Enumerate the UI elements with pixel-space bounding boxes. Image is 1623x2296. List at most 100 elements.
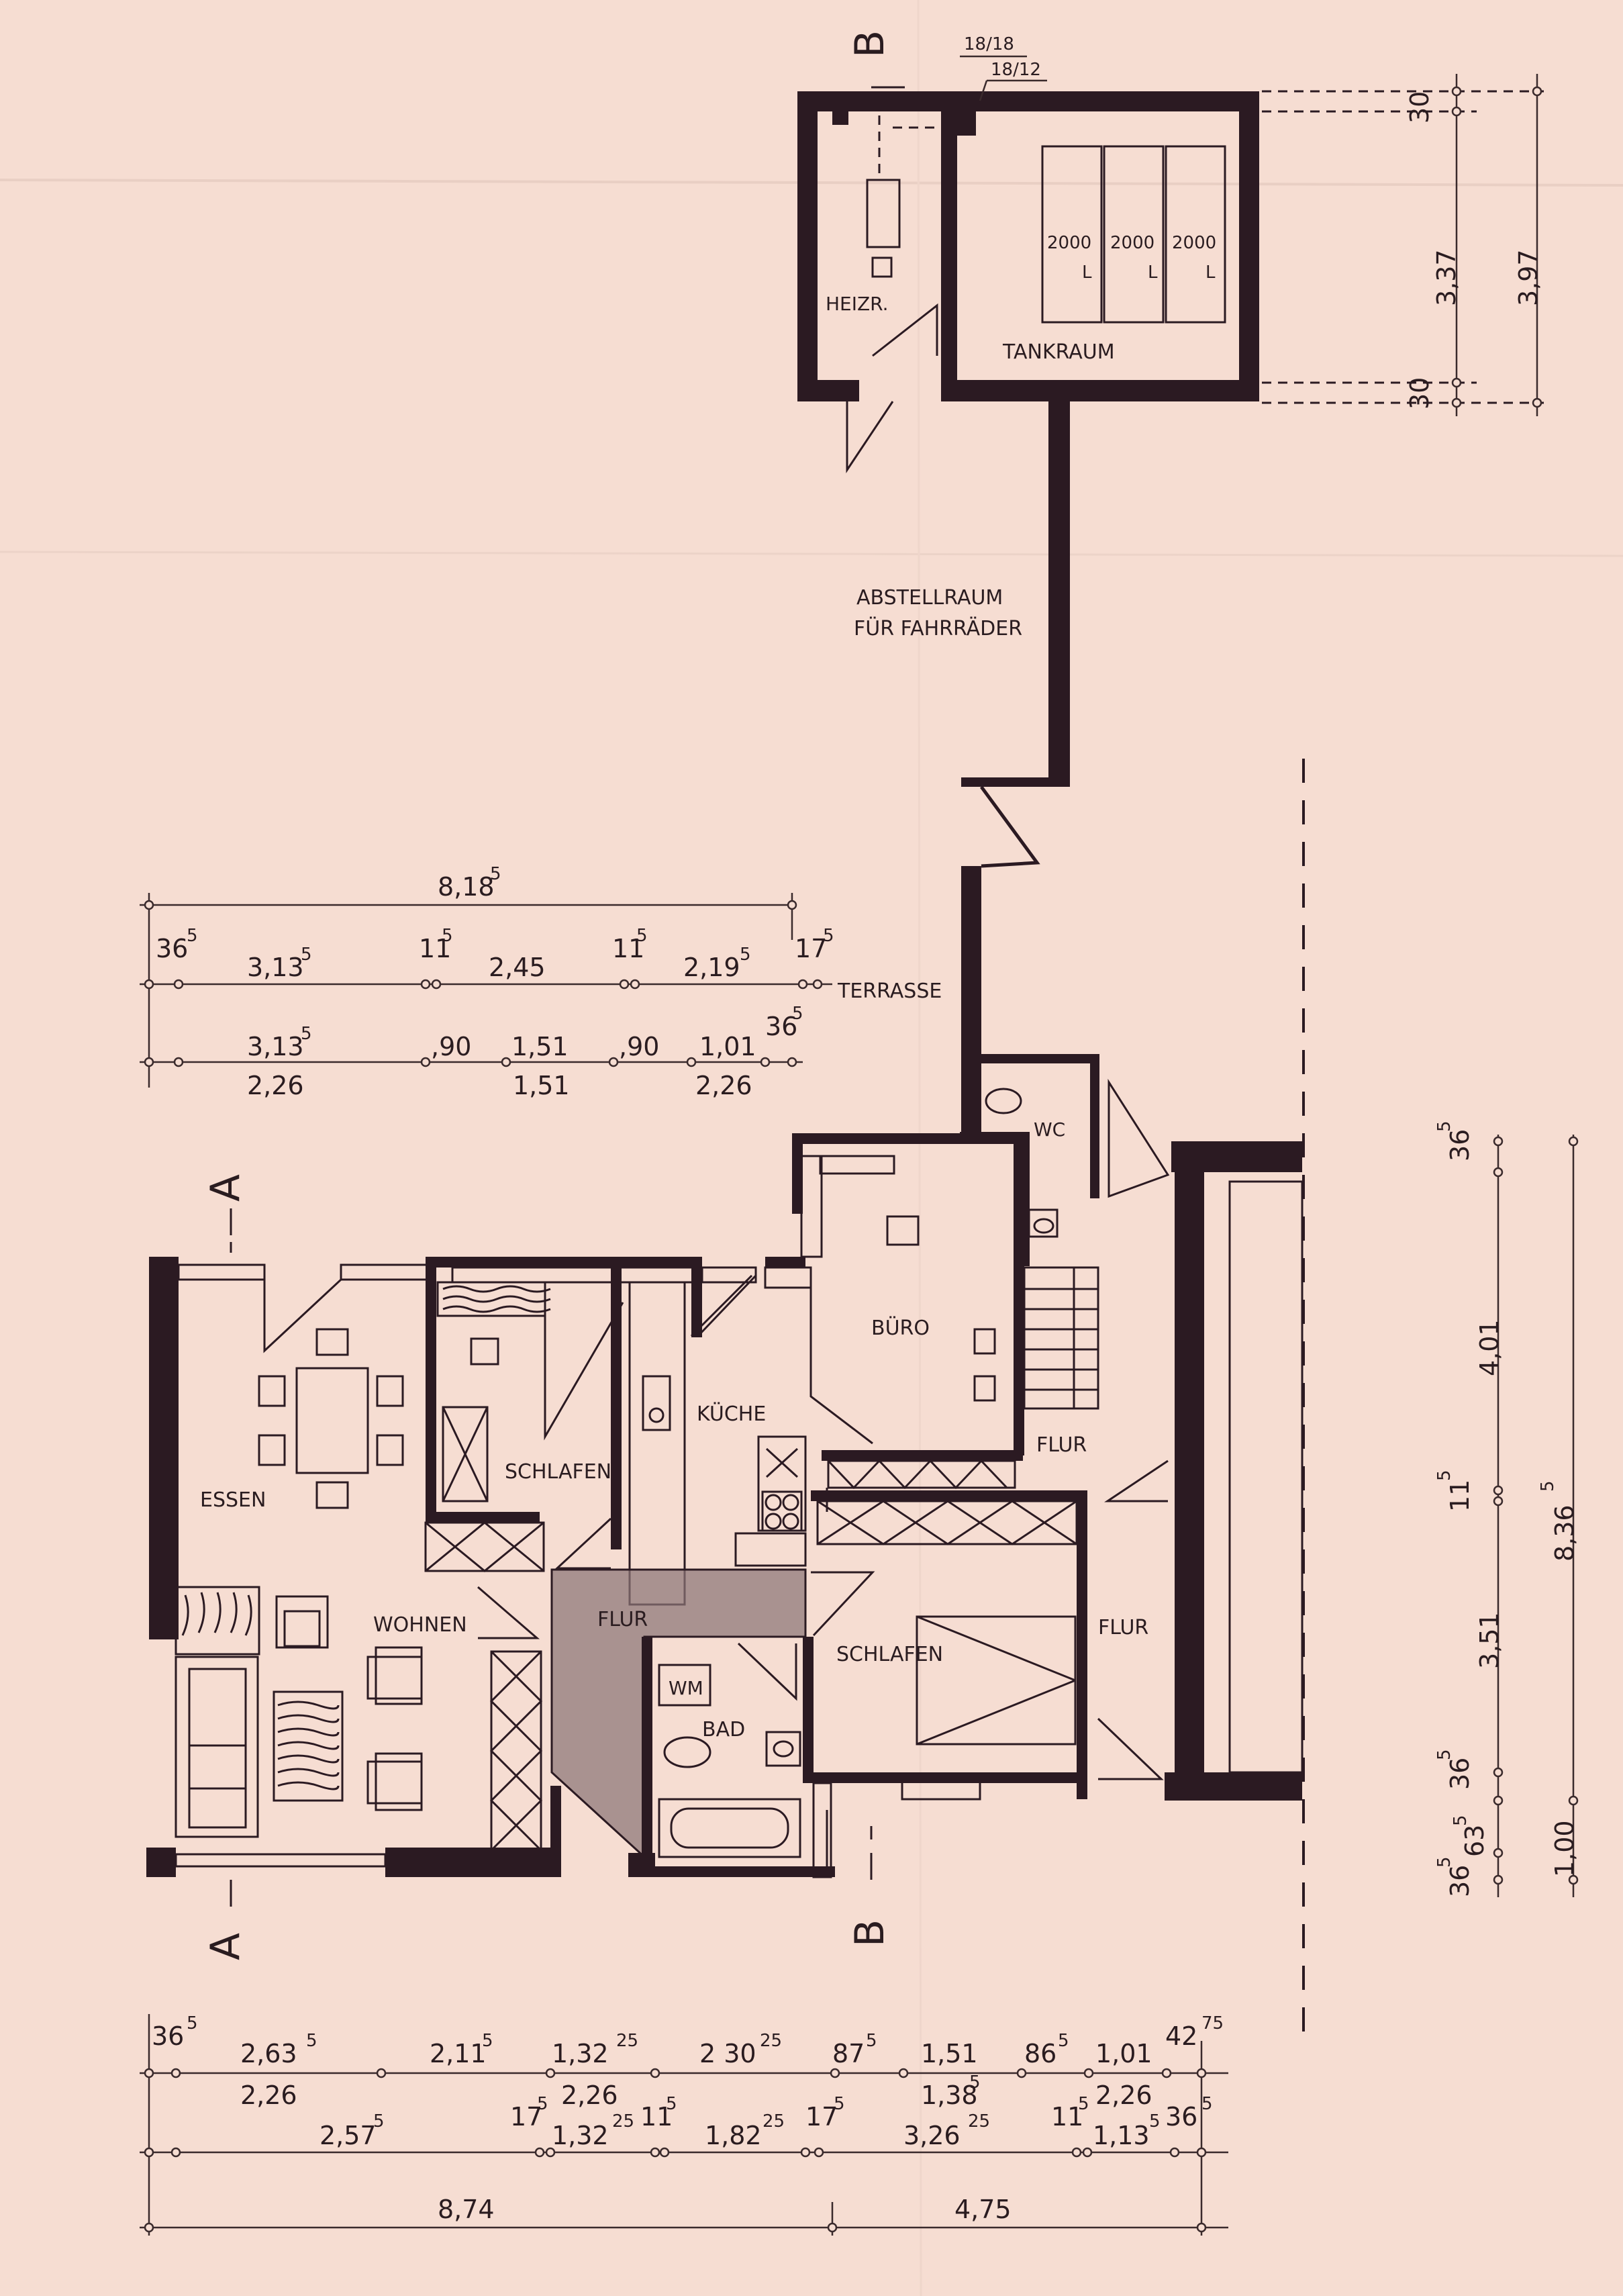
svg-text:L: L — [1148, 262, 1158, 283]
room-label-kueche: KÜCHE — [697, 1402, 766, 1426]
svg-text:25: 25 — [968, 2111, 990, 2132]
svg-text:25: 25 — [616, 2031, 638, 2051]
dimension-chain-right: 36 5 4,01 11 5 3,51 36 5 63 5 36 5 8,36 … — [1434, 1120, 1579, 1897]
svg-text:87: 87 — [832, 2039, 865, 2068]
tank-labels: 2000 L 2000 L 2000 L — [1047, 233, 1216, 283]
svg-text:36: 36 — [1165, 2102, 1197, 2132]
svg-text:2,45: 2,45 — [489, 953, 546, 982]
svg-text:2,26: 2,26 — [1095, 2080, 1152, 2110]
svg-text:1,01: 1,01 — [699, 1032, 756, 1061]
svg-text:25: 25 — [612, 2111, 634, 2132]
svg-text:5: 5 — [866, 2031, 877, 2051]
svg-text:5: 5 — [969, 2072, 981, 2093]
room-label-essen: ESSEN — [200, 1488, 266, 1512]
svg-text:5: 5 — [666, 2094, 677, 2114]
room-label-wm: WM — [669, 1677, 703, 1699]
svg-text:3,37: 3,37 — [1432, 249, 1461, 306]
svg-text:11: 11 — [612, 934, 644, 963]
svg-text:L: L — [1206, 262, 1216, 283]
svg-text:5: 5 — [1434, 1856, 1455, 1868]
svg-text:11: 11 — [640, 2102, 673, 2132]
svg-text:3,13: 3,13 — [247, 1032, 304, 1061]
svg-text:4,75: 4,75 — [954, 2195, 1012, 2224]
room-label-fahrraeder: FÜR FAHRRÄDER — [854, 616, 1022, 640]
svg-text:36: 36 — [152, 2021, 184, 2051]
svg-text:25: 25 — [760, 2031, 782, 2051]
room-label-schlafen-right: SCHLAFEN — [836, 1643, 943, 1666]
room-label-tankraum: TANKRAUM — [1002, 340, 1115, 364]
svg-text:1,13: 1,13 — [1093, 2121, 1150, 2150]
svg-text:,90: ,90 — [619, 1032, 659, 1061]
svg-text:2,63: 2,63 — [240, 2039, 297, 2068]
svg-text:36: 36 — [1445, 1865, 1475, 1897]
svg-text:2,57: 2,57 — [319, 2121, 377, 2150]
section-marks: A A B B — [202, 30, 905, 1960]
svg-text:17: 17 — [805, 2102, 838, 2132]
svg-text:5: 5 — [636, 926, 648, 946]
svg-text:36: 36 — [1445, 1129, 1475, 1161]
room-label-wohnen: WOHNEN — [373, 1613, 467, 1637]
svg-text:5: 5 — [1434, 1120, 1455, 1132]
svg-text:36: 36 — [156, 934, 188, 963]
room-label-wc: WC — [1034, 1118, 1065, 1141]
room-label-terrasse: TERRASSE — [837, 979, 942, 1003]
svg-text:1,00: 1,00 — [1550, 1820, 1579, 1877]
paper-fold — [917, 0, 922, 2296]
svg-text:17: 17 — [510, 2102, 542, 2132]
svg-text:30: 30 — [1405, 377, 1434, 410]
svg-text:3,97: 3,97 — [1514, 249, 1543, 306]
room-label-flur-main: FLUR — [597, 1608, 648, 1631]
svg-text:86: 86 — [1024, 2039, 1056, 2068]
svg-text:5: 5 — [373, 2111, 385, 2132]
svg-text:18/12: 18/12 — [991, 60, 1041, 80]
room-labels: HEIZR. TANKRAUM ABSTELLRAUM FÜR FAHRRÄDE… — [200, 293, 1148, 1741]
svg-text:8,36: 8,36 — [1550, 1504, 1579, 1562]
room-label-schlafen-left: SCHLAFEN — [505, 1460, 611, 1484]
svg-text:3,51: 3,51 — [1475, 1612, 1504, 1669]
svg-text:1,82: 1,82 — [705, 2121, 762, 2150]
room-label-flur-stair: FLUR — [1036, 1433, 1087, 1457]
svg-text:5: 5 — [1538, 1480, 1558, 1492]
svg-text:5: 5 — [1450, 1815, 1471, 1826]
svg-text:17: 17 — [795, 934, 827, 963]
svg-text:5: 5 — [1078, 2094, 1089, 2114]
section-mark-b-top: B — [846, 30, 893, 58]
section-mark-a-top: A — [202, 1174, 249, 1202]
svg-text:2000: 2000 — [1172, 233, 1216, 253]
dimension-chain-right-top: 30 3,37 30 3,97 — [1262, 74, 1544, 416]
stairs — [1023, 1266, 1099, 1410]
svg-text:5: 5 — [301, 1024, 312, 1044]
svg-text:5: 5 — [740, 945, 751, 965]
svg-text:L: L — [1082, 262, 1092, 283]
dining-set — [258, 1328, 404, 1509]
svg-text:30: 30 — [1405, 91, 1434, 124]
svg-text:5: 5 — [823, 926, 834, 946]
svg-text:2 30: 2 30 — [699, 2039, 756, 2068]
svg-text:2,26: 2,26 — [695, 1071, 752, 1100]
svg-text:2,26: 2,26 — [561, 2080, 618, 2110]
svg-text:2,26: 2,26 — [247, 1071, 304, 1100]
room-label-heizr: HEIZR. — [826, 293, 889, 315]
svg-text:1,01: 1,01 — [1095, 2039, 1152, 2068]
svg-text:36: 36 — [765, 1012, 797, 1041]
svg-text:11: 11 — [1445, 1480, 1475, 1512]
svg-text:1,51: 1,51 — [921, 2039, 978, 2068]
svg-text:1,51: 1,51 — [513, 1071, 570, 1100]
svg-text:8,74: 8,74 — [438, 2195, 495, 2224]
svg-text:42: 42 — [1165, 2021, 1197, 2051]
svg-text:5: 5 — [1201, 2094, 1213, 2114]
flur-hatched — [550, 1568, 807, 1860]
svg-text:2,26: 2,26 — [240, 2080, 297, 2110]
svg-text:2,19: 2,19 — [683, 953, 740, 982]
flue-label: 18/18 18/12 — [960, 34, 1047, 101]
room-label-buero: BÜRO — [871, 1316, 930, 1340]
svg-text:5: 5 — [482, 2031, 493, 2051]
room-label-flur-right: FLUR — [1098, 1616, 1148, 1639]
section-mark-b-bottom: B — [846, 1919, 893, 1947]
bicycle-corridor — [961, 401, 1070, 1141]
room-label-abstellraum: ABSTELLRAUM — [856, 586, 1003, 610]
svg-text:1,38: 1,38 — [921, 2080, 978, 2110]
